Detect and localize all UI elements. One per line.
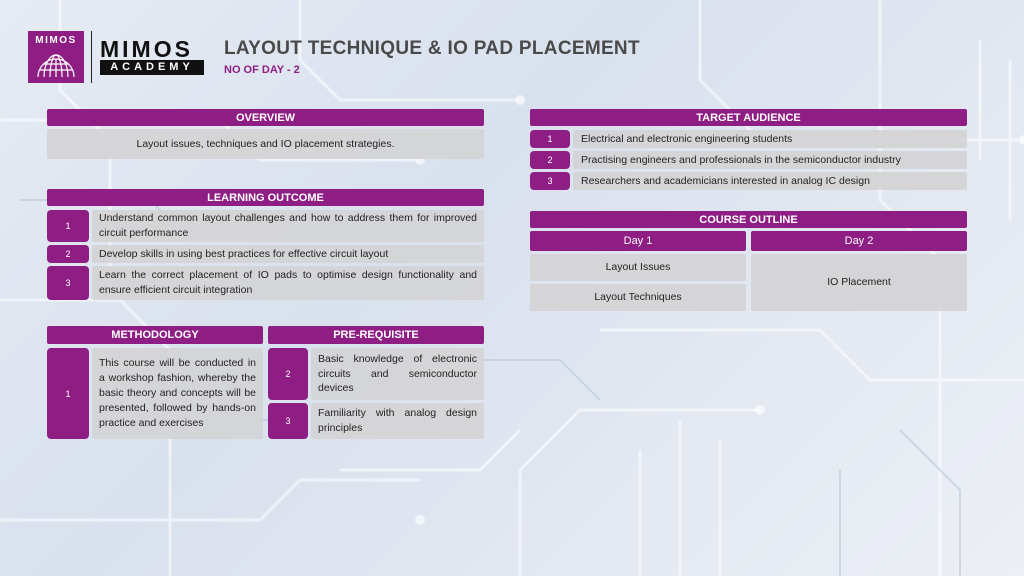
target-audience-item: Practising engineers and professionals i… xyxy=(573,151,967,169)
prerequisite-item: Basic knowledge of electronic circuits a… xyxy=(311,348,484,400)
target-audience-num: 1 xyxy=(530,130,570,148)
learning-outcome-item: Develop skills in using best practices f… xyxy=(92,245,484,263)
day-1-header: Day 1 xyxy=(530,231,746,251)
target-audience-header: TARGET AUDIENCE xyxy=(530,109,967,126)
logo-divider xyxy=(91,31,92,83)
prerequisite-num: 3 xyxy=(268,403,308,439)
target-audience-num: 2 xyxy=(530,151,570,169)
logo-text: MIMOS xyxy=(35,35,77,46)
day-1-topic: Layout Techniques xyxy=(530,284,746,311)
globe-icon xyxy=(37,54,75,78)
learning-outcome-item: Understand common layout challenges and … xyxy=(92,210,484,242)
day-1-topic: Layout Issues xyxy=(530,254,746,281)
brand-academy: ACADEMY xyxy=(100,60,204,75)
day-2-header: Day 2 xyxy=(751,231,967,251)
prerequisite-item: Familiarity with analog design principle… xyxy=(311,403,484,439)
overview-header: OVERVIEW xyxy=(47,109,484,126)
target-audience-num: 3 xyxy=(530,172,570,190)
page-subtitle: NO OF DAY - 2 xyxy=(224,64,300,76)
mimos-logo: MIMOS xyxy=(28,31,84,83)
target-audience-item: Researchers and academicians interested … xyxy=(573,172,967,190)
day-2-topic: IO Placement xyxy=(751,254,967,311)
methodology-num: 1 xyxy=(47,348,89,439)
methodology-item: This course will be conducted in a works… xyxy=(92,348,263,439)
learning-outcome-num: 2 xyxy=(47,245,89,263)
methodology-header: METHODOLOGY xyxy=(47,326,263,344)
brand-name: MIMOS xyxy=(100,36,193,62)
course-outline-header: COURSE OUTLINE xyxy=(530,211,967,228)
page-title: LAYOUT TECHNIQUE & IO PAD PLACEMENT xyxy=(224,38,640,59)
learning-outcome-header: LEARNING OUTCOME xyxy=(47,189,484,206)
learning-outcome-item: Learn the correct placement of IO pads t… xyxy=(92,266,484,300)
target-audience-item: Electrical and electronic engineering st… xyxy=(573,130,967,148)
prerequisite-num: 2 xyxy=(268,348,308,400)
overview-text: Layout issues, techniques and IO placeme… xyxy=(47,129,484,159)
learning-outcome-num: 3 xyxy=(47,266,89,300)
learning-outcome-num: 1 xyxy=(47,210,89,242)
prerequisite-header: PRE-REQUISITE xyxy=(268,326,484,344)
